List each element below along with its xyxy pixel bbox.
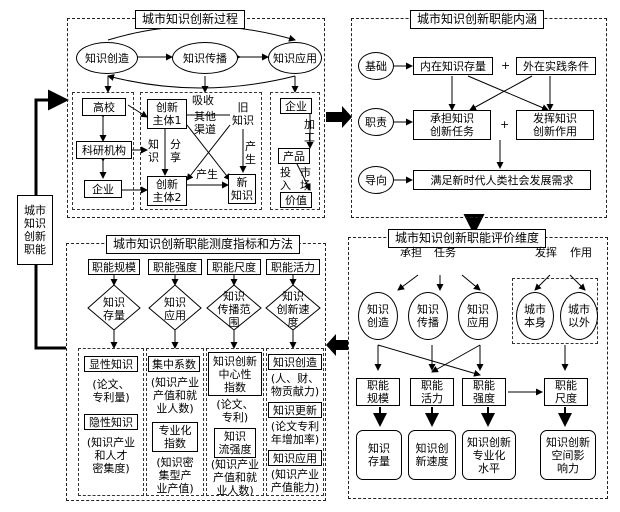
label-task: 任务 [434, 246, 456, 259]
node-city-outside: 城市 以外 [560, 292, 598, 340]
node-undertake-tasks: 承担知识 创新任务 [413, 110, 491, 140]
indicator-tacit-knowledge: 隐性知识 [84, 414, 138, 430]
method-output-employment-2: (知识产业 产值和就 业人数) [210, 458, 260, 497]
method-output-employment: (知识产业 产值和就 业人数) [150, 376, 200, 415]
panel-evaluation-dimensions-title: 城市知识创新职能评价维度 [388, 229, 547, 248]
panel-innovation-process-title: 城市知识创新过程 [135, 10, 246, 29]
label-other-channels: 其他 渠道 [194, 110, 216, 136]
node-subject-2: 创新 主体2 [147, 176, 187, 206]
header-function-vitality: 职能活力 [266, 259, 320, 275]
node-innovation-speed: 知识创 新速度 [408, 430, 456, 480]
indicator-centrality-index: 知识创新 中心性 指数 [208, 352, 262, 396]
method-resource-contribution: (人、财、 物贡献力) [270, 372, 320, 398]
label-undertake: 承担 [400, 246, 422, 259]
node-value: 价值 [280, 192, 312, 208]
node-orientation: 导向 [358, 166, 394, 194]
method-papers-patents: (论文、 专利量) [92, 378, 130, 404]
label-process: 加 工 [304, 118, 315, 144]
column-intensity [146, 348, 204, 496]
node-meet-needs: 满足新时代人类社会发展需求 [413, 170, 591, 190]
node-enterprise: 企业 [84, 180, 122, 198]
node-function-vitality: 职能 活力 [410, 378, 454, 406]
label-absorb: 吸收 [192, 94, 214, 107]
node-knowledge-spread: 知识传播 [172, 42, 238, 74]
group-actors [72, 92, 134, 210]
node-spatial-influence: 知识创新 空间影 响力 [540, 430, 596, 480]
node-function-intensity: 职能 强度 [462, 378, 506, 406]
indicator-flow-intensity: 知识 流强度 [214, 428, 256, 458]
label-produce-1: 产生 [196, 168, 218, 181]
side-label-urban-function: 城市 知识 创新 职能 [17, 195, 53, 265]
diamond-apply [148, 284, 202, 331]
node-dim-apply: 知识 应用 [458, 292, 498, 340]
group-application [270, 92, 320, 210]
node-knowledge-apply: 知识应用 [268, 42, 322, 74]
node-research-institute: 科研机构 [76, 141, 132, 159]
label-plus-1: + [501, 59, 511, 72]
diamond-label-apply: 知识 应用 [164, 296, 186, 322]
node-knowledge-stock: 知识 存量 [356, 430, 402, 480]
diamond-stock [87, 284, 141, 331]
indicator-concentration-coefficient: 集中系数 [148, 356, 200, 372]
node-external-conditions: 外在实践条件 [516, 57, 596, 75]
node-dim-create: 知识 创造 [358, 292, 398, 340]
node-basis: 基础 [358, 52, 394, 80]
indicator-knowledge-creation: 知识创造 [268, 354, 322, 370]
label-exert: 发挥 [535, 246, 557, 259]
header-function-intensity: 职能强度 [148, 259, 202, 275]
node-knowledge-creation: 知识创造 [76, 42, 138, 74]
node-dim-spread: 知识 传播 [408, 292, 448, 340]
node-exert-role: 发挥知识 创新作用 [516, 110, 594, 140]
panel-measurement-title: 城市知识创新职能测度指标和方法 [106, 235, 301, 254]
indicator-knowledge-application: 知识应用 [268, 450, 322, 466]
node-enterprise-2: 企业 [280, 98, 312, 114]
node-new-knowledge: 新 知识 [228, 174, 256, 204]
diamond-label-innovation-speed: 知识 创新速 度 [276, 290, 310, 329]
method-papers-patents-2: (论文、 专利) [216, 398, 254, 424]
indicator-specialization-index: 专业化 指数 [152, 422, 198, 452]
diamond-label-stock: 知识 存量 [103, 296, 125, 322]
node-city-self: 城市 本身 [516, 292, 554, 340]
label-share: 分 享 [170, 138, 181, 164]
column-scope [206, 348, 264, 496]
label-plus-2: + [500, 118, 510, 131]
column-scale [78, 348, 144, 496]
label-input: 投 入 [280, 166, 291, 192]
method-intensive-output: (知识密 集型产 业产值) [156, 456, 194, 495]
node-duty: 职责 [358, 108, 394, 136]
node-university: 高校 [82, 98, 126, 116]
label-produce-2: 产 生 [245, 140, 256, 166]
indicator-knowledge-update: 知识更新 [268, 402, 322, 418]
method-industry-talent-density: (知识产业 和人才 密集度) [86, 436, 136, 475]
diamond-label-spread-scope: 知识 传播范 围 [217, 290, 251, 329]
node-internal-stock: 内在知识存量 [413, 57, 493, 75]
node-specialization-level: 知识创新 专业化 水平 [462, 430, 516, 480]
diamond-spread-scope [206, 284, 262, 331]
label-role: 作用 [570, 246, 592, 259]
indicator-explicit-knowledge: 显性知识 [84, 356, 138, 372]
method-annual-growth: (论文专利 年增加率) [270, 420, 320, 446]
label-market: 市 场 [300, 166, 311, 192]
label-knowledge: 知 识 [148, 138, 159, 164]
node-function-scale: 职能 规模 [356, 378, 400, 406]
method-output-capacity: (知识产业 产值能力) [270, 468, 320, 494]
header-function-scale: 职能规模 [88, 259, 140, 275]
node-subject-1: 创新 主体1 [147, 99, 187, 129]
panel-connotation-title: 城市知识创新职能内涵 [410, 10, 545, 29]
diamond-innovation-speed [265, 284, 321, 331]
node-function-scope: 职能 尺度 [544, 378, 588, 406]
node-old-knowledge: 旧 知识 [231, 99, 255, 129]
group-innovation-subjects [140, 92, 262, 210]
column-vitality [266, 348, 324, 496]
header-function-scope: 职能尺度 [207, 259, 261, 275]
node-product: 产品 [278, 148, 310, 164]
